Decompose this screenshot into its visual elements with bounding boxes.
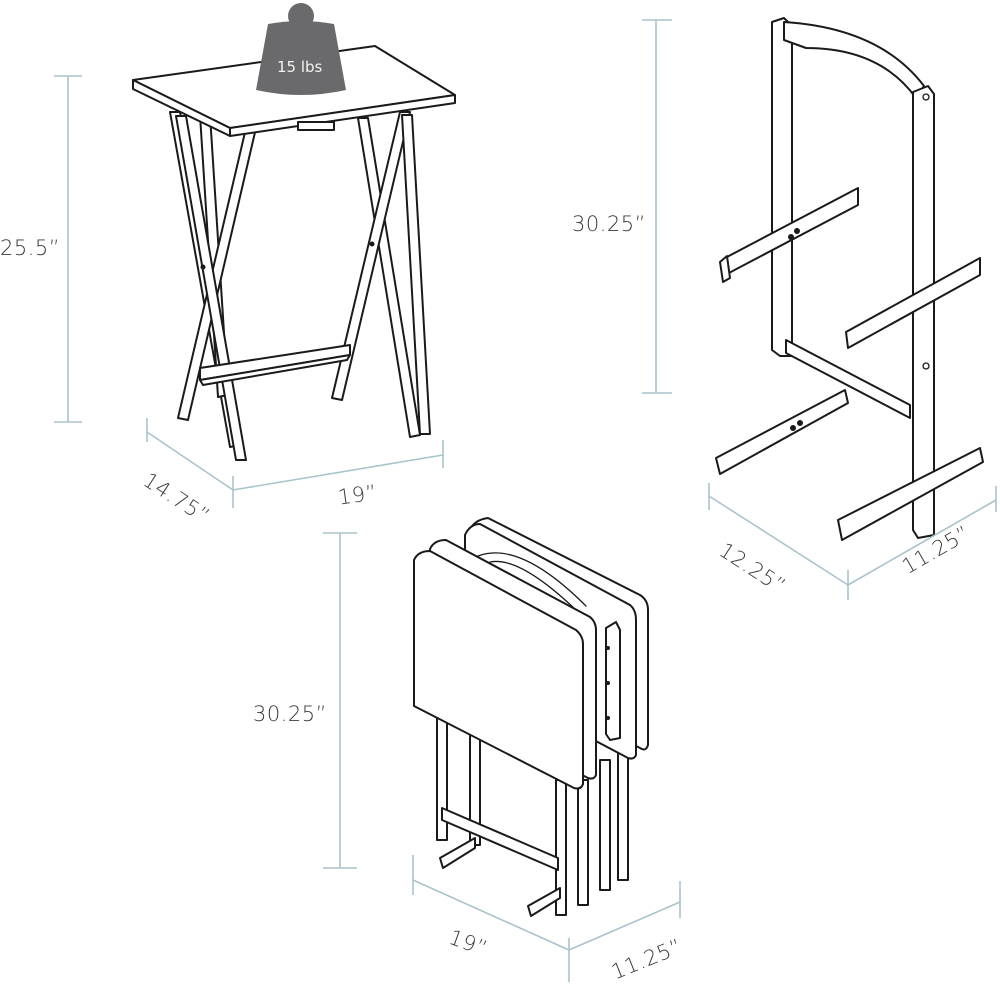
stacked-set-drawing — [323, 517, 681, 982]
stack-depth-width-dimension-lines — [412, 855, 681, 982]
stand-depth-width-dimension-lines — [708, 483, 997, 600]
stack-height-dimension-line — [323, 532, 357, 869]
storage-stand-drawing — [642, 17, 997, 600]
stack-height-label: 30.25” — [253, 702, 327, 726]
tray-depth-width-dimension-lines — [146, 418, 444, 508]
weight-icon — [256, 3, 346, 95]
tray-height-dimension-line — [54, 75, 82, 423]
weight-label: 15 lbs — [277, 58, 323, 76]
tray-height-label: 25.5” — [0, 236, 61, 260]
single-tray-drawing — [54, 45, 456, 508]
stand-height-label: 30.25” — [572, 212, 646, 236]
stand-height-dimension-line — [642, 19, 672, 394]
